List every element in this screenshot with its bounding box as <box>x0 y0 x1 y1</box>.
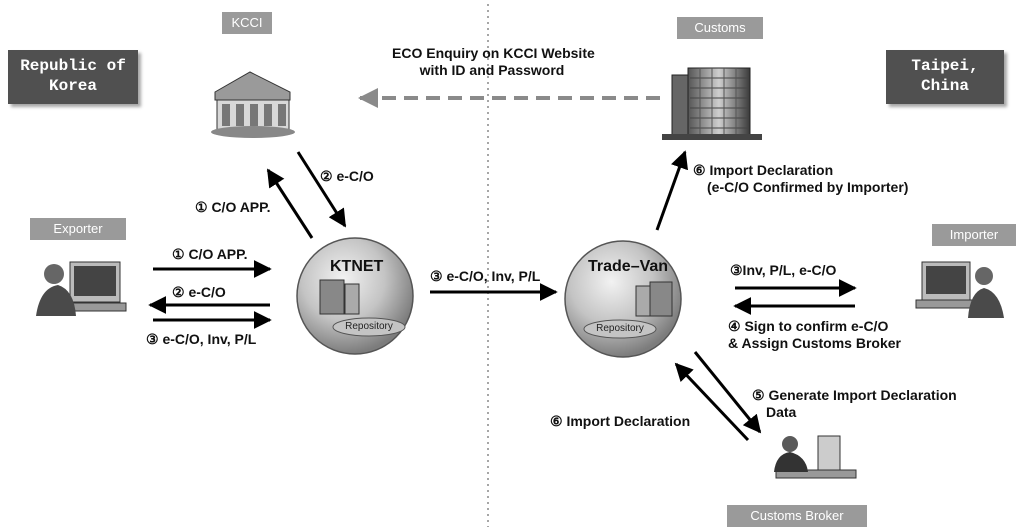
importer-tv-label: ④ Sign to confirm e-C/O & Assign Customs… <box>728 318 901 352</box>
ktnet-to-kcci-arrow <box>266 168 314 239</box>
tv-customs-line1: ⑥ Import Declaration <box>693 162 834 178</box>
broker-generate-label: ⑤ Generate Import Declaration Data <box>752 387 957 421</box>
customs-broker-person-icon <box>774 435 857 479</box>
kcci-building-icon <box>211 71 295 138</box>
exp-app-label: ① C/O APP. <box>172 246 248 262</box>
region-left-label: Republic of Korea <box>20 57 126 95</box>
tradevan-node <box>564 240 682 358</box>
broker-generate-line1: ⑤ Generate Import Declaration <box>752 387 957 403</box>
tv-customs-label: ⑥ Import Declaration (e-C/O Confirmed by… <box>693 162 908 196</box>
ktnet-to-kcci-label: ① C/O APP. <box>195 199 271 215</box>
importer-tv-line2: & Assign Customs Broker <box>728 335 901 351</box>
tv-to-broker-arrow <box>693 351 762 434</box>
tradevan-repository-label: Repository <box>596 323 644 334</box>
tv-importer-label: ③Inv, P/L, e-C/O <box>730 262 837 278</box>
ktnet-node <box>296 237 414 355</box>
eco-enquiry-line2: with ID and Password <box>419 62 565 78</box>
customs-tag: Customs <box>677 17 763 39</box>
eco-enquiry-line1: ECO Enquiry on KCCI Website <box>392 45 595 61</box>
eco-enquiry-label: ECO Enquiry on KCCI Website with ID and … <box>392 45 595 79</box>
ktnet-repository-label: Repository <box>345 321 393 332</box>
exporter-tag: Exporter <box>30 218 126 240</box>
importer-computer-icon <box>915 261 1004 318</box>
region-left-box: Republic of Korea <box>8 50 138 104</box>
broker-generate-line2: Data <box>766 404 797 420</box>
exp-docs-label: ③ e-C/O, Inv, P/L <box>146 331 257 347</box>
kcci-to-ktnet-arrow <box>296 151 347 228</box>
tv-customs-line2: (e-C/O Confirmed by Importer) <box>707 179 909 195</box>
exporter-computer-icon <box>36 261 127 316</box>
customs-broker-tag: Customs Broker <box>727 505 867 527</box>
region-right-label: Taipei, China <box>911 57 979 95</box>
customs-building-icon <box>662 67 762 140</box>
kcci-tag: KCCI <box>222 12 272 34</box>
region-right-box: Taipei, China <box>886 50 1004 104</box>
importer-tag: Importer <box>932 224 1016 246</box>
tradevan-label: Trade–Van <box>588 258 669 275</box>
kcci-to-ktnet-label: ② e-C/O <box>320 168 374 184</box>
tv-to-customs-arrow <box>655 150 688 231</box>
broker-to-tv-arrow <box>674 362 750 442</box>
exp-eco-label: ② e-C/O <box>172 284 226 300</box>
ktnet-tradevan-label: ③ e-C/O, Inv, P/L <box>430 268 541 284</box>
importer-tv-line1: ④ Sign to confirm e-C/O <box>728 318 889 334</box>
broker-import-label: ⑥ Import Declaration <box>550 413 691 429</box>
ktnet-label: KTNET <box>330 258 384 275</box>
